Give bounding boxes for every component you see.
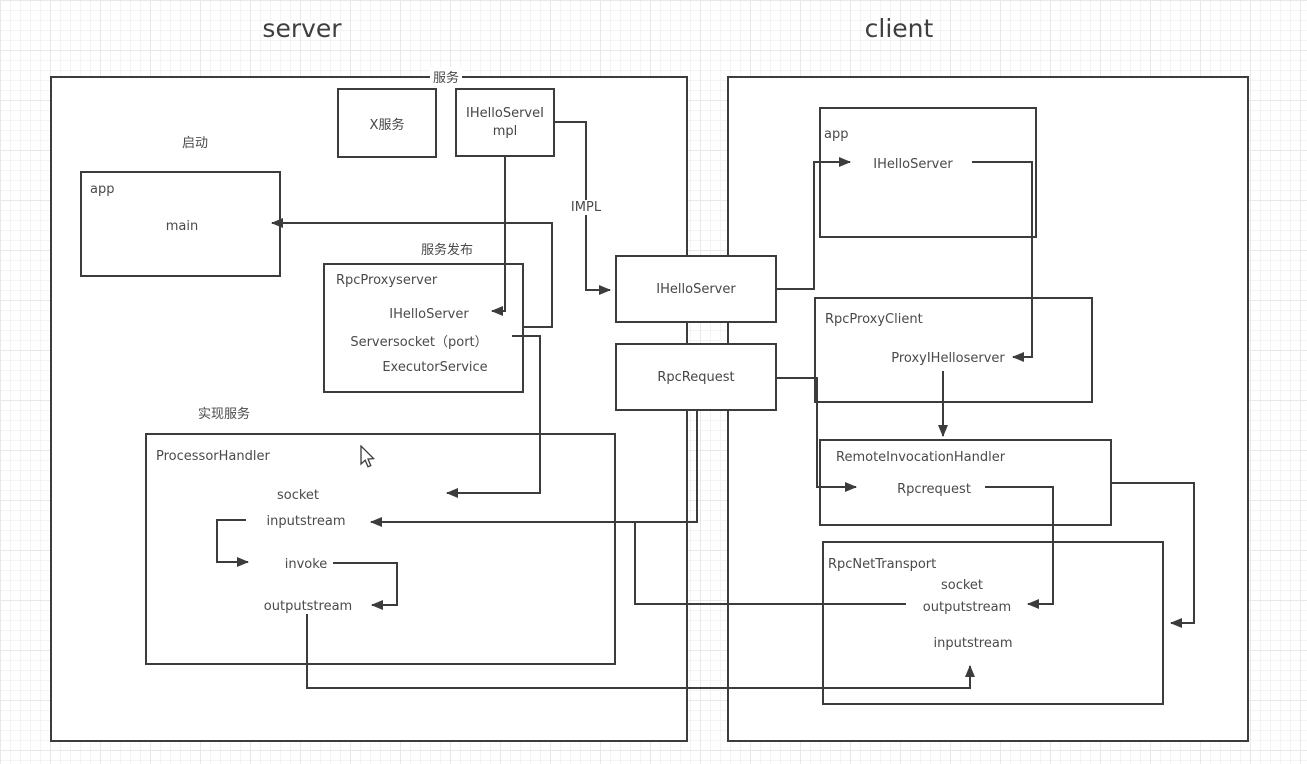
processor-handler-member-invoke: invoke xyxy=(284,557,328,572)
connector-handler-rpcrequest-to-client-outputstream[interactable] xyxy=(985,486,1054,609)
middle-rpcrequest-label: RpcRequest xyxy=(657,369,735,385)
connector-handler-to-rpcnettransport[interactable] xyxy=(1112,482,1195,628)
remote-invocation-handler-rpcrequest-member: Rpcrequest xyxy=(897,482,971,497)
ihello-impl-label-line2: mpl xyxy=(492,123,518,139)
x-service-box[interactable]: X服务 xyxy=(337,88,437,158)
ihello-impl-box[interactable]: IHelloServeI mpl xyxy=(455,88,555,157)
connector-rpcrequest-to-handler-rpcrequest[interactable] xyxy=(777,377,857,492)
implement-service-label: 实现服务 xyxy=(197,407,251,422)
rpc-net-transport-member-outputstream: outputstream xyxy=(922,600,1012,615)
rpc-proxy-client-title: RpcProxyClient xyxy=(825,312,923,327)
connector-rpcrequest-to-server-inputstream[interactable] xyxy=(370,411,698,527)
client-app-box[interactable]: app IHelloServer xyxy=(819,107,1037,238)
rpc-net-transport-member-inputstream: inputstream xyxy=(933,636,1013,651)
rpc-proxy-client-box[interactable]: RpcProxyClient ProxyIHelloserver xyxy=(814,297,1093,403)
connector-middle-ihelloserver-to-client-app[interactable] xyxy=(777,157,851,290)
client-app-title: app xyxy=(824,127,849,142)
processor-handler-member-outputstream: outputstream xyxy=(263,599,353,614)
connector-proxyserver-to-main[interactable] xyxy=(271,218,553,328)
connector-server-outputstream-to-client-inputstream[interactable] xyxy=(306,614,975,689)
rpc-proxy-server-box[interactable]: RpcProxyserver IHelloServer Serversocket… xyxy=(323,263,524,393)
remote-invocation-handler-title: RemoteInvocationHandler xyxy=(836,450,1006,465)
processor-handler-box[interactable]: ProcessorHandler socket inputstream invo… xyxy=(145,433,616,665)
server-title: server xyxy=(262,14,342,43)
rpc-proxy-server-title: RpcProxyserver xyxy=(336,273,438,288)
mouse-cursor xyxy=(360,445,376,468)
middle-ihelloserver-box[interactable]: IHelloServer xyxy=(615,255,777,323)
server-app-title: app xyxy=(90,182,115,197)
middle-rpcrequest-box[interactable]: RpcRequest xyxy=(615,343,777,411)
ihello-impl-label-line1: IHelloServeI xyxy=(466,105,544,121)
processor-handler-member-inputstream: inputstream xyxy=(266,514,346,529)
rpc-net-transport-title: RpcNetTransport xyxy=(828,557,937,572)
client-title: client xyxy=(864,14,934,43)
middle-ihelloserver-label: IHelloServer xyxy=(656,281,736,297)
connector-serversocket-to-socket[interactable] xyxy=(446,335,541,498)
connector-invoke-to-outputstream[interactable] xyxy=(333,562,398,610)
start-label: 启动 xyxy=(181,136,209,151)
service-publish-label: 服务发布 xyxy=(420,243,474,258)
client-app-ihelloserver-member: IHelloServer xyxy=(873,157,953,172)
connector-client-ihelloserver-to-proxyihelloserver[interactable] xyxy=(972,161,1033,362)
service-label: 服务 xyxy=(429,67,463,86)
rpc-net-transport-member-socket: socket xyxy=(940,578,984,593)
rpc-proxy-client-proxy-member: ProxyIHelloserver xyxy=(891,351,1005,366)
rpc-net-transport-box[interactable]: RpcNetTransport socket outputstream inpu… xyxy=(822,541,1164,705)
connector-impl-to-proxyserver-ihelloserver[interactable] xyxy=(491,157,506,316)
rpc-proxy-server-member-executorservice: ExecutorService xyxy=(382,360,488,375)
processor-handler-member-socket: socket xyxy=(276,488,320,503)
connector-branch-to-client-outputstream[interactable] xyxy=(634,522,906,605)
impl-edge-label: IMPL xyxy=(567,200,605,215)
connector-inputstream-to-invoke[interactable] xyxy=(216,519,249,567)
server-app-box[interactable]: app main xyxy=(80,171,281,277)
x-service-label: X服务 xyxy=(369,117,405,133)
rpc-proxy-server-member-serversocket: Serversocket（port） xyxy=(350,335,488,350)
server-app-main-member: main xyxy=(165,219,199,234)
remote-invocation-handler-box[interactable]: RemoteInvocationHandler Rpcrequest xyxy=(819,439,1112,526)
rpc-proxy-server-member-ihelloserver: IHelloServer xyxy=(389,307,469,322)
processor-handler-title: ProcessorHandler xyxy=(156,449,270,464)
